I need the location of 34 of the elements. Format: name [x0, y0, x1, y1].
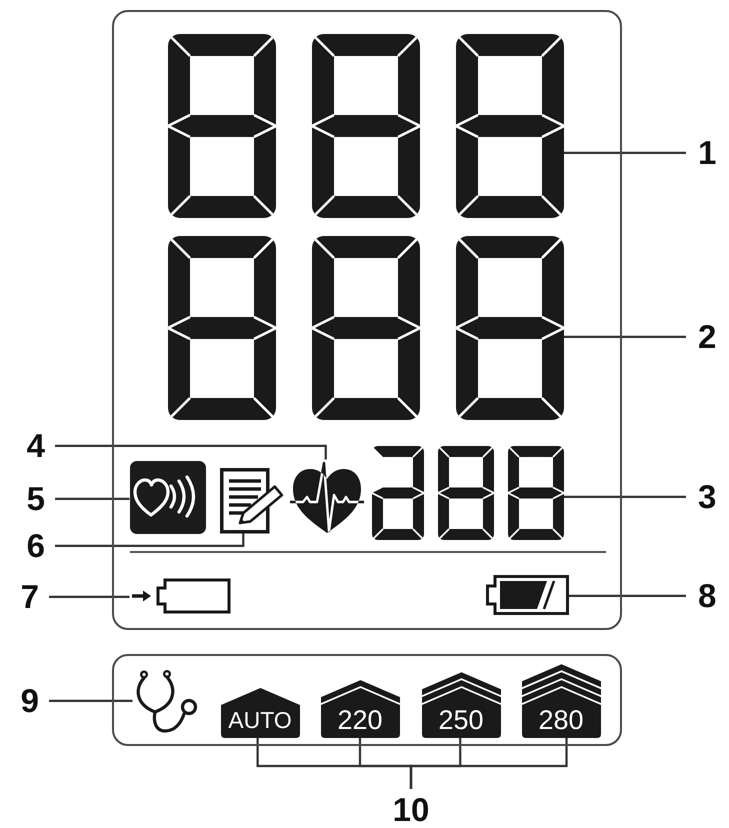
leader-line [410, 738, 568, 789]
symbol-panel [112, 654, 622, 746]
seven-segment-digits [372, 446, 564, 540]
leader-line [564, 496, 686, 498]
display-panel [112, 10, 622, 630]
callout-number: 7 [20, 580, 39, 614]
notepad-pencil-icon [220, 468, 286, 534]
seven-segment-digits [168, 34, 564, 218]
callout-number: 3 [698, 480, 716, 514]
leader-line [55, 534, 244, 547]
leader-line [49, 700, 132, 702]
leader-line [564, 336, 686, 338]
mode-label: 280 [538, 706, 584, 736]
leader-line [564, 152, 686, 154]
battery-arrow-icon [130, 578, 230, 614]
leader-line [49, 596, 130, 598]
callout-number: 6 [26, 529, 45, 562]
callout-number: 1 [698, 136, 716, 170]
seven-segment-digits [168, 236, 564, 420]
callout-number: 2 [698, 320, 716, 354]
leader-line [55, 444, 327, 460]
leader-line [568, 594, 686, 597]
heart-pulse-icon [290, 460, 364, 534]
mode-label: AUTO [228, 708, 292, 734]
battery-icon [486, 574, 568, 614]
callout-number: 8 [698, 579, 716, 612]
heart-waves-icon [130, 460, 206, 534]
callout-number: 4 [26, 429, 45, 462]
callout-number: 10 [392, 793, 430, 826]
callout-number: 9 [20, 684, 39, 718]
mode-label: 250 [438, 706, 484, 736]
callout-number: 5 [26, 482, 45, 516]
mode-label: 220 [337, 706, 383, 736]
leader-line [55, 498, 130, 500]
